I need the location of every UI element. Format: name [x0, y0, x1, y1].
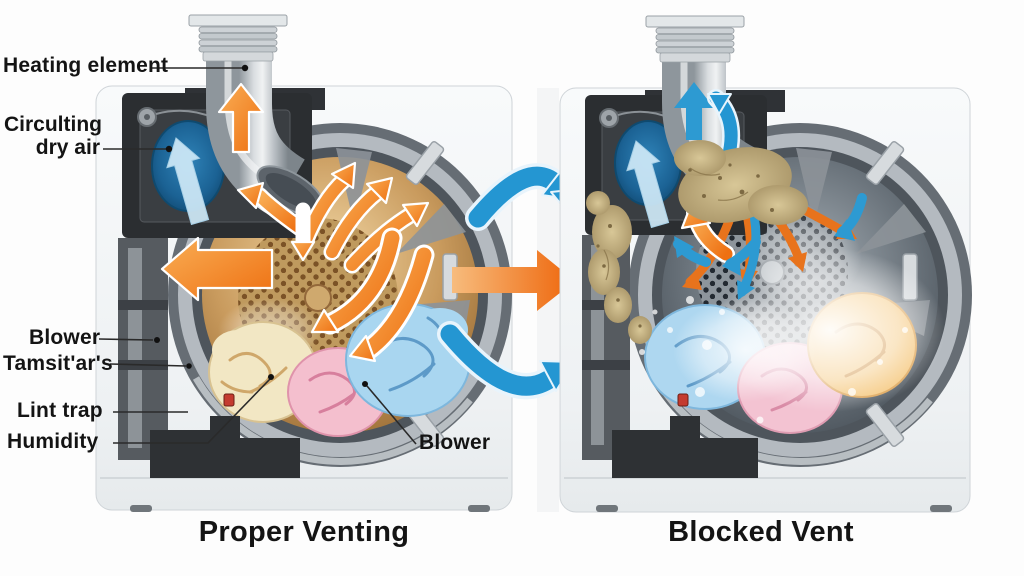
lint-buildup — [586, 140, 808, 344]
label-blower-bottom: Blower — [419, 431, 491, 454]
label-circulating-dry-air: Circulting dry air — [4, 113, 102, 159]
hot-air-arrow-to-blower — [160, 236, 274, 302]
label-circulating-line2: dry air — [35, 136, 100, 159]
left-dryer-foot — [130, 505, 152, 512]
hot-air-arrows — [160, 82, 435, 363]
right-dryer-foot — [930, 505, 952, 512]
indicator-light — [223, 393, 235, 407]
label-heating-element: Heating element — [3, 54, 169, 77]
right-panel-title: Blocked Vent — [668, 516, 854, 548]
left-dryer — [95, 14, 513, 512]
hot-air-arrow-up-duct — [217, 82, 265, 154]
right-base-assembly — [612, 416, 758, 478]
label-blower: Blower — [29, 326, 101, 349]
steam-cloud — [639, 212, 945, 424]
cool-air-arrow-up-duct — [674, 82, 714, 140]
right-dryer — [559, 15, 972, 513]
leader-lines — [98, 64, 417, 445]
right-dryer-foot — [596, 505, 618, 512]
label-lint-trap: Lint trap — [17, 399, 103, 422]
left-dryer-foot — [468, 505, 490, 512]
label-thermistors: Tamsit'ar's — [3, 352, 113, 375]
label-humidity: Humidity — [7, 430, 99, 453]
label-circulating-line1: Circulting — [4, 113, 102, 136]
indicator-light — [677, 393, 689, 407]
left-base-assembly — [150, 416, 300, 478]
left-panel-title: Proper Venting — [198, 516, 410, 548]
